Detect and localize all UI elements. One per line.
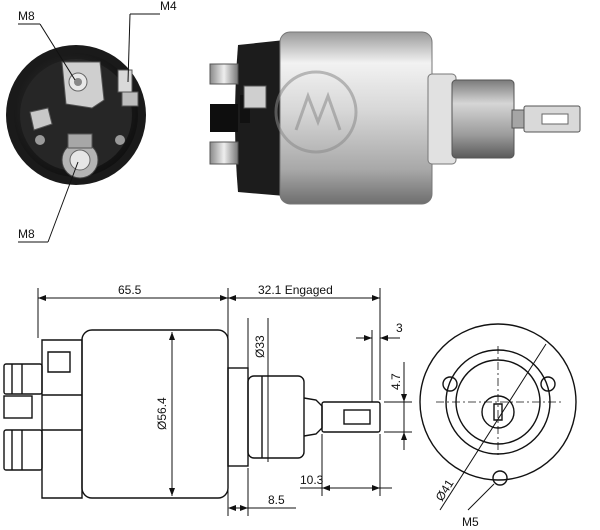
dim-hub-length: 8.5 xyxy=(268,493,285,507)
label-m4: M4 xyxy=(160,0,177,13)
leader-line xyxy=(39,23,76,81)
label-m8-top: M8 xyxy=(18,9,35,23)
dim-mount-thread: M5 xyxy=(462,515,479,529)
leader-line xyxy=(47,161,79,243)
front-view-drawing xyxy=(419,323,577,511)
side-view-photo xyxy=(209,31,581,205)
dim-body-diameter: Ø56.4 xyxy=(155,397,169,430)
dim-plunger-gap: 3 xyxy=(396,321,403,335)
dim-body-length: 65.5 xyxy=(118,283,142,297)
dim-engaged: 32.1 Engaged xyxy=(258,283,333,297)
leader-line xyxy=(127,13,131,83)
dimension-lines xyxy=(37,288,412,516)
end-view-photo xyxy=(6,45,146,185)
dim-plunger-offset: 4.7 xyxy=(389,373,403,390)
label-m8-bottom: M8 xyxy=(18,227,35,241)
dimension-arrows xyxy=(38,295,407,511)
dim-plunger-tip: 10.3 xyxy=(300,473,324,487)
side-view-drawing xyxy=(3,329,381,499)
dim-hub-diameter: Ø33 xyxy=(253,335,267,358)
